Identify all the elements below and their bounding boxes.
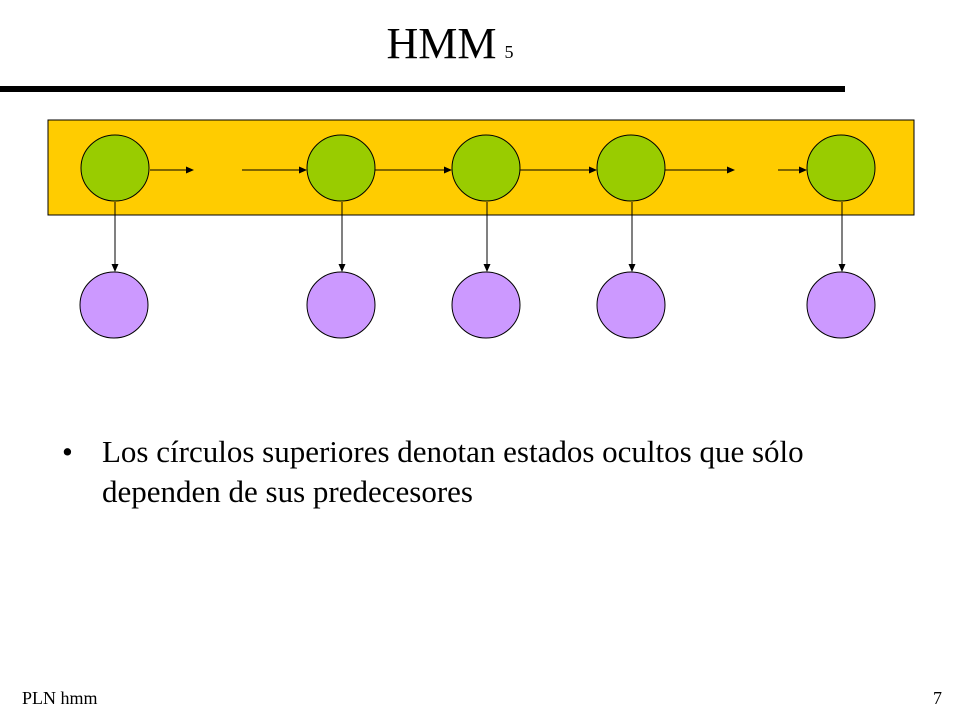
title-underline bbox=[0, 86, 845, 92]
hidden-state-node-1 bbox=[80, 134, 150, 202]
footer-label: PLN hmm bbox=[22, 688, 98, 708]
hidden-state-node-3 bbox=[451, 134, 521, 202]
bullet-symbol: • bbox=[62, 434, 73, 469]
bullet-point: • Los círculos superiores denotan estado… bbox=[62, 432, 822, 512]
page-number: 7 bbox=[933, 688, 942, 708]
observation-node-1 bbox=[79, 271, 149, 339]
hidden-state-node-5 bbox=[806, 134, 876, 202]
slide-title-text: HMM bbox=[386, 19, 497, 68]
slide-title-number: 5 bbox=[504, 42, 514, 62]
hidden-state-node-4 bbox=[596, 134, 666, 202]
observation-node-2 bbox=[306, 271, 376, 339]
slide-title: HMM 5 bbox=[0, 18, 900, 78]
observation-node-4 bbox=[596, 271, 666, 339]
observation-node-5 bbox=[806, 271, 876, 339]
bullet-text: Los círculos superiores denotan estados … bbox=[102, 434, 804, 509]
hidden-state-node-2 bbox=[306, 134, 376, 202]
observation-node-3 bbox=[451, 271, 521, 339]
